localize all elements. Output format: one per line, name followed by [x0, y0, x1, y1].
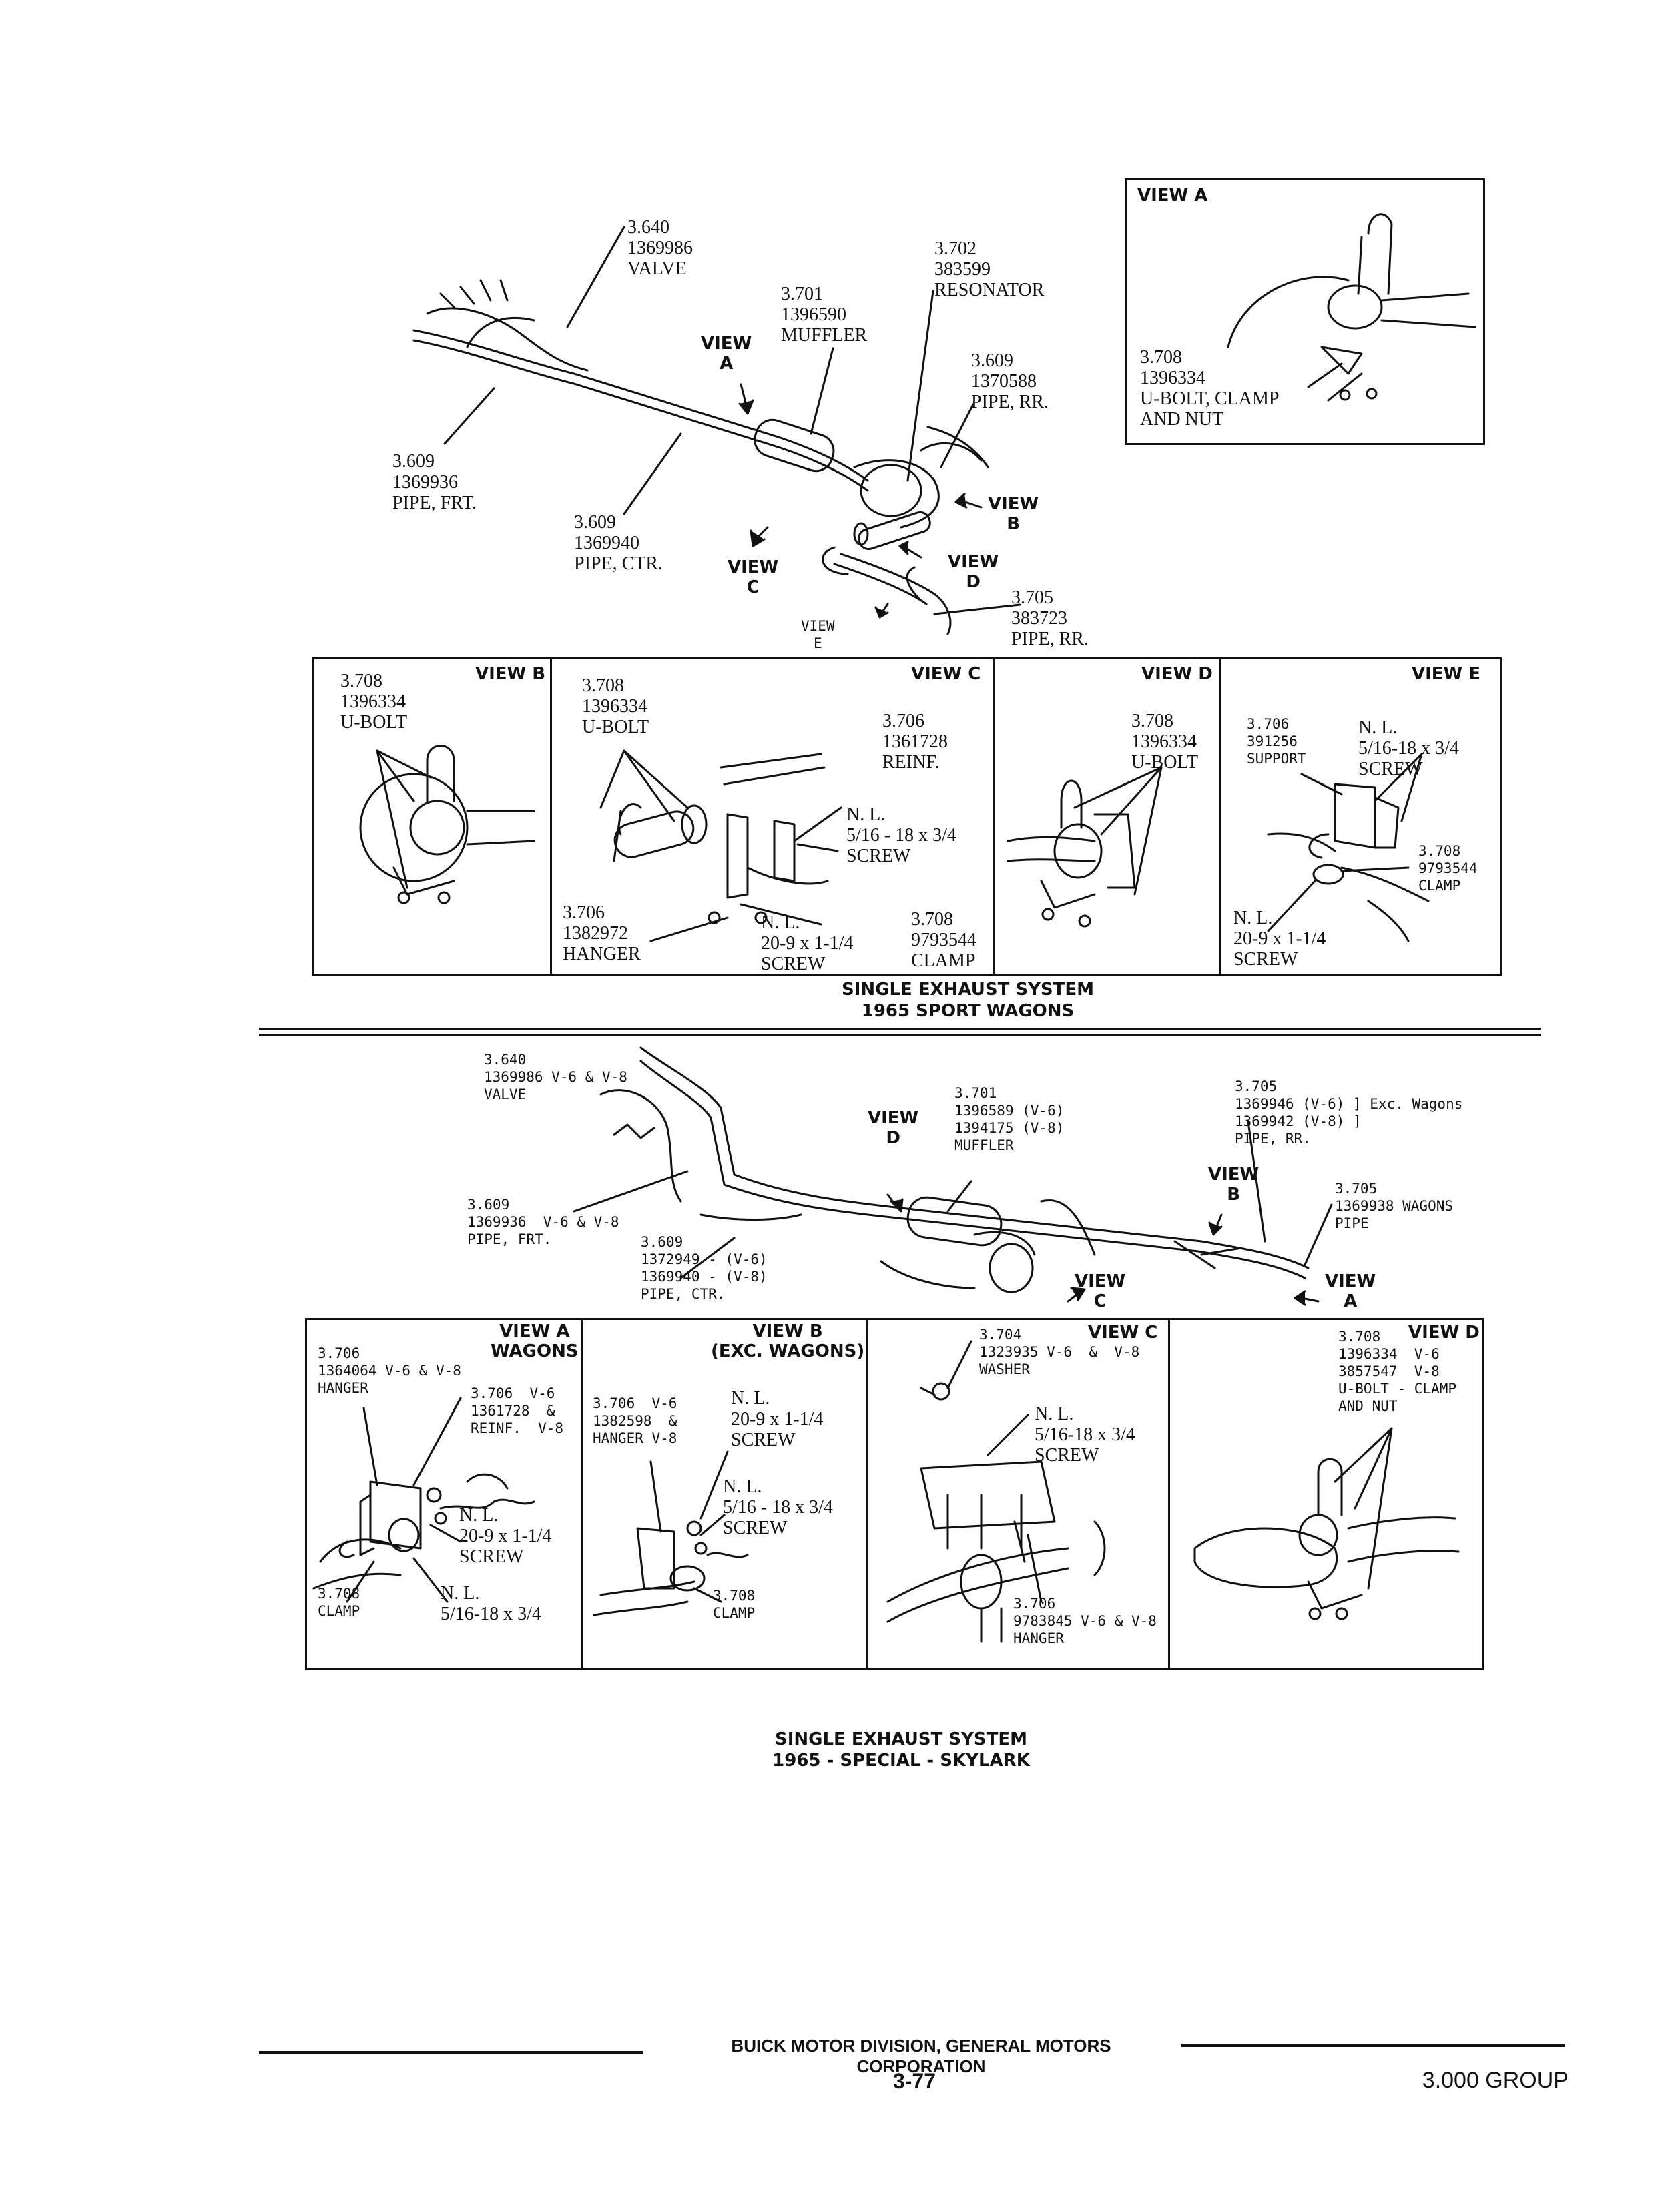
clamp-label: 3.708 9793544 CLAMP: [1418, 843, 1478, 894]
muffler-label: 3.701 1396590 MUFFLER: [781, 284, 868, 346]
footer-rule-left: [259, 2051, 643, 2054]
panel-title: VIEW A WAGONS: [491, 1321, 579, 1361]
pipe-rr-label: 3.609 1370588 PIPE, RR.: [971, 350, 1049, 412]
hanger-label: 3.706 1382972 HANGER: [563, 902, 641, 964]
section-divider: [259, 1034, 1541, 1036]
divider: [993, 657, 995, 976]
panel-title: VIEW B: [475, 664, 546, 684]
valve-label: 3.640 1369986 VALVE: [627, 217, 693, 279]
ubolt-label: 3.708 1396334 U-BOLT: [340, 671, 408, 733]
reinf-label: 3.706 1361728 REINF.: [882, 711, 948, 773]
valve-label: 3.640 1369986 V-6 & V-8 VALVE: [484, 1052, 627, 1103]
pipe-frt-label: 3.609 1369936 PIPE, FRT.: [392, 451, 477, 513]
screw-label: N. L. 5/16-18 x 3/4 SCREW: [1035, 1403, 1135, 1466]
panel-title: VIEW C: [1088, 1323, 1158, 1343]
section-divider: [259, 1028, 1541, 1030]
panel-title: VIEW C: [911, 664, 981, 684]
clamp-label: 3.708 CLAMP: [318, 1586, 360, 1619]
bottom-detail-row: [305, 1318, 1484, 1670]
ubolt-clamp-label: 3.708 1396334 U-BOLT, CLAMP AND NUT: [1140, 347, 1280, 430]
view-d-callout: VIEW D: [948, 552, 999, 592]
panel-title: VIEW D: [1141, 664, 1213, 684]
resonator-label: 3.702 383599 RESONATOR: [934, 238, 1045, 300]
ubolt-label: 3.708 1396334 U-BOLT: [582, 675, 649, 737]
footer-rule-right: [1181, 2044, 1565, 2047]
pipe-ctr-label: 3.609 1372949 - (V-6) 1369940 - (V-8) PI…: [641, 1234, 768, 1302]
clamp-label: 3.708 9793544 CLAMP: [911, 909, 976, 971]
top-exhaust-drawing: [412, 226, 1021, 635]
screw-label: N. L. 5/16 - 18 x 3/4 SCREW: [846, 804, 956, 866]
pipe-wagons-label: 3.705 1369938 WAGONS PIPE: [1335, 1181, 1454, 1231]
divider: [866, 1318, 868, 1670]
view-a-callout: VIEW A: [701, 334, 752, 374]
muffler-label: 3.701 1396589 (V-6) 1394175 (V-8) MUFFLE…: [954, 1085, 1065, 1153]
pipe-rr-2-label: 3.705 383723 PIPE, RR.: [1011, 587, 1089, 649]
screw-label: N. L. 5/16-18 x 3/4: [441, 1583, 541, 1624]
pipe-rr-label: 3.705 1369946 (V-6) ] Exc. Wagons 136994…: [1235, 1078, 1463, 1147]
page-number: 3-77: [892, 2069, 936, 2093]
top-detail-row: [312, 657, 1502, 976]
divider: [1219, 657, 1221, 976]
divider: [581, 1318, 583, 1670]
panel-title: VIEW D: [1408, 1323, 1480, 1343]
panel-title: VIEW E: [1412, 664, 1481, 684]
view-b-callout: VIEW B: [988, 494, 1039, 534]
view-c-callout: VIEW C: [728, 557, 779, 597]
pipe-frt-label: 3.609 1369936 V-6 & V-8 PIPE, FRT.: [467, 1197, 619, 1247]
reinf-label: 3.706 V-6 1361728 & REINF. V-8: [471, 1385, 564, 1436]
view-d-callout: VIEW D: [868, 1108, 919, 1148]
top-view-a-panel: VIEW A 3.708 1396334 U-BOLT, CLAMP AND N…: [1125, 178, 1485, 445]
view-e-callout: VIEW E: [801, 618, 835, 651]
screw-label: N. L. 20-9 x 1-1/4 SCREW: [761, 912, 854, 974]
pipe-ctr-label: 3.609 1369940 PIPE, CTR.: [574, 512, 663, 574]
divider: [550, 657, 552, 976]
panel-title: VIEW A: [1137, 186, 1208, 206]
hanger-label: 3.706 9783845 V-6 & V-8 HANGER: [1013, 1596, 1157, 1646]
ubolt-clamp-label: 3.708 1396334 V-6 3857547 V-8 U-BOLT - C…: [1338, 1329, 1457, 1414]
top-caption: SINGLE EXHAUST SYSTEM 1965 SPORT WAGONS: [841, 980, 1095, 1021]
hanger-label: 3.706 V-6 1382598 & HANGER V-8: [593, 1395, 677, 1446]
footer-company: BUICK MOTOR DIVISION, GENERAL MOTORS COR…: [731, 2035, 1111, 2076]
view-c-callout: VIEW C: [1075, 1271, 1126, 1311]
screw-label: N. L. 5/16-18 x 3/4 SCREW: [1358, 717, 1459, 779]
bottom-caption: SINGLE EXHAUST SYSTEM 1965 - SPECIAL - S…: [772, 1729, 1030, 1771]
ubolt-label: 3.708 1396334 U-BOLT: [1131, 711, 1199, 773]
screw-label: N. L. 20-9 x 1-1/4 SCREW: [731, 1388, 824, 1450]
screw-label: N. L. 20-9 x 1-1/4 SCREW: [1233, 908, 1326, 970]
clamp-label: 3.708 CLAMP: [713, 1588, 756, 1621]
divider: [1168, 1318, 1170, 1670]
support-label: 3.706 391256 SUPPORT: [1247, 716, 1306, 767]
screw-label: N. L. 5/16 - 18 x 3/4 SCREW: [723, 1476, 833, 1538]
washer-label: 3.704 1323935 V-6 & V-8 WASHER: [979, 1327, 1140, 1377]
group-label: 3.000 GROUP: [1422, 2068, 1569, 2093]
hanger-label: 3.706 1364064 V-6 & V-8 HANGER: [318, 1345, 461, 1396]
panel-title: VIEW B (EXC. WAGONS): [711, 1321, 865, 1361]
view-a-callout: VIEW A: [1325, 1271, 1376, 1311]
view-b-callout: VIEW B: [1208, 1165, 1259, 1205]
screw-label: N. L. 20-9 x 1-1/4 SCREW: [459, 1505, 552, 1567]
